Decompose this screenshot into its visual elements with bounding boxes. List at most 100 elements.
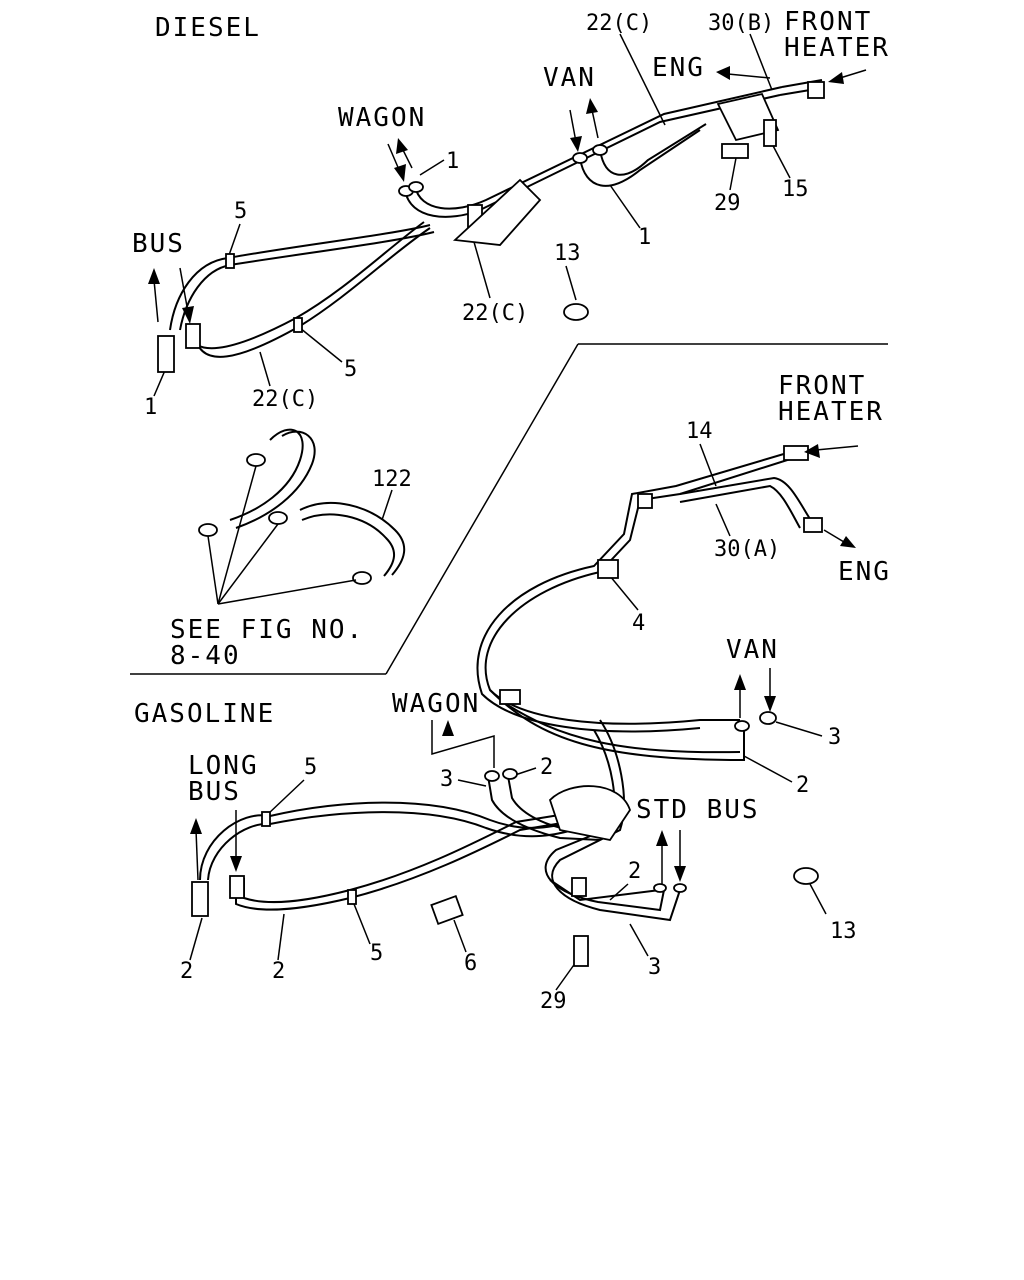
detail-clamp-4 xyxy=(352,571,372,585)
callout-2-left1: 2 xyxy=(180,959,193,984)
detail-clamp-3 xyxy=(268,511,288,525)
callout-1-van: 1 xyxy=(638,225,651,250)
diesel-eng-label: ENG xyxy=(652,53,705,83)
see-fig-label-line1: SEE FIG NO. xyxy=(170,615,364,645)
gas-eng-connector xyxy=(803,517,823,533)
callout-13-diesel: 13 xyxy=(554,241,581,266)
detail-hose-122-inner xyxy=(301,513,395,577)
gas-van-out-arrow xyxy=(734,674,746,690)
callout-13-gas: 13 xyxy=(830,919,857,944)
gas-long-bus-out-arrow xyxy=(190,818,202,834)
diesel-wagon-in-arrow xyxy=(394,164,406,182)
diesel-hose-clamp-5-lower xyxy=(293,317,303,333)
gas-van-in-arrow xyxy=(764,696,776,712)
gas-wagon-hose-end-3 xyxy=(484,770,500,782)
diesel-section: DIESEL 22(C) 30(B) FRONT HEATER ENG VAN … xyxy=(132,7,890,420)
callout-3-van: 3 xyxy=(828,725,841,750)
callout-3-bottom: 3 xyxy=(648,955,661,980)
diesel-van-in-arrow xyxy=(570,136,582,152)
diesel-van-hose-end-2 xyxy=(592,144,608,156)
gas-std-bus-label: STD BUS xyxy=(636,795,760,825)
callout-1-bus: 1 xyxy=(144,395,157,420)
detail-hose-a-outer xyxy=(235,430,316,529)
diesel-front-heater-arrow xyxy=(828,72,844,84)
gas-hose-clamp-13 xyxy=(793,867,819,885)
gas-wagon-route-line xyxy=(431,720,495,768)
diesel-section-title: DIESEL xyxy=(155,13,261,43)
gas-long-bus-hose-end-1 xyxy=(191,881,209,917)
diesel-clip-15 xyxy=(763,119,777,147)
diesel-bus-out-arrow xyxy=(148,268,160,284)
detail-clamp-1 xyxy=(246,453,266,467)
diesel-bus-label: BUS xyxy=(132,229,185,259)
gas-std-bus-out-arrow xyxy=(656,830,668,846)
gasoline-leader-lines xyxy=(189,443,827,991)
gas-std-bus-hose-end-2 xyxy=(673,883,687,893)
callout-29-diesel: 29 xyxy=(714,191,741,216)
diesel-front-heater-connector xyxy=(807,81,825,99)
diesel-wagon-hose-end-2 xyxy=(408,181,424,193)
gas-clip xyxy=(571,877,587,897)
gas-eng-label: ENG xyxy=(838,557,891,587)
callout-15: 15 xyxy=(782,177,809,202)
callout-2-left2: 2 xyxy=(272,959,285,984)
callout-5-lower-gas: 5 xyxy=(370,941,383,966)
gas-std-bus-hose-end-1 xyxy=(653,883,667,893)
callout-3-wagon: 3 xyxy=(440,767,453,792)
gas-long-bus-label-line2: BUS xyxy=(188,777,241,807)
detail-inset: 122 SEE FIG NO. 8-40 xyxy=(170,428,412,671)
callout-122: 122 xyxy=(372,467,412,492)
diesel-front-heater-label-line2: HEATER xyxy=(784,33,890,63)
gasoline-section: GASOLINE FRONT HEATER ENG VAN WAGON LONG… xyxy=(134,371,891,1014)
diesel-bus-in-arrow xyxy=(182,306,194,324)
gas-front-heater-label-line1: FRONT xyxy=(778,371,866,401)
gas-wagon-arrow xyxy=(442,720,454,736)
gasoline-section-title: GASOLINE xyxy=(134,699,275,729)
callout-5-upper-gas: 5 xyxy=(304,755,317,780)
diesel-hose-clamp-13 xyxy=(563,303,589,321)
callout-30b: 30(B) xyxy=(708,11,774,36)
detail-hose-122 xyxy=(299,502,406,576)
diesel-bracket-15 xyxy=(716,92,780,142)
detail-hose-a xyxy=(229,428,304,521)
callout-22c-mid: 22(C) xyxy=(462,301,528,326)
gas-support-bracket xyxy=(548,785,631,842)
gas-connector-6 xyxy=(430,895,464,925)
callout-2-van: 2 xyxy=(796,773,809,798)
diesel-bus-hose-end-1 xyxy=(157,335,175,373)
gas-wagon-label: WAGON xyxy=(392,689,480,719)
gas-hose-connector xyxy=(637,493,653,509)
callout-22c-top: 22(C) xyxy=(586,11,652,36)
gas-van-hose-end-3 xyxy=(759,711,777,725)
callout-14: 14 xyxy=(686,419,713,444)
gas-bolt-29 xyxy=(573,935,589,967)
diesel-eng-arrow xyxy=(716,66,730,80)
gas-hose-bracket xyxy=(499,689,521,705)
gas-van-hose-end-2 xyxy=(734,720,750,732)
diesel-support-bracket xyxy=(452,178,542,246)
gas-eng-arrow xyxy=(840,536,856,548)
gas-hose-clamp-5-lower xyxy=(347,889,357,905)
gas-long-bus-label-line1: LONG xyxy=(188,751,259,781)
gas-van-label: VAN xyxy=(726,635,779,665)
diesel-van-hose-end-1 xyxy=(572,152,588,164)
gas-front-heater-arrow xyxy=(804,444,820,458)
diesel-wagon-label: WAGON xyxy=(338,103,426,133)
callout-6: 6 xyxy=(464,951,477,976)
gas-front-heater-connector xyxy=(783,445,809,461)
diesel-van-out-arrow xyxy=(586,98,598,114)
diesel-wagon-out-arrow xyxy=(396,138,408,154)
section-divider xyxy=(130,343,888,675)
callout-2-stdbus: 2 xyxy=(628,859,641,884)
gas-long-bus-hose-end-2 xyxy=(229,875,245,899)
see-fig-label-line2: 8-40 xyxy=(170,641,241,671)
callout-5-upper-diesel: 5 xyxy=(234,199,247,224)
gas-long-bus-in-arrow xyxy=(230,856,242,872)
detail-clamp-2 xyxy=(198,523,218,537)
callout-2-wagon: 2 xyxy=(540,755,553,780)
callout-22c-bottom: 22(C) xyxy=(252,387,318,412)
gas-wagon-hose-end-2 xyxy=(502,768,518,780)
diesel-flow-arrows xyxy=(148,66,867,324)
diesel-bolt-29 xyxy=(721,143,749,159)
